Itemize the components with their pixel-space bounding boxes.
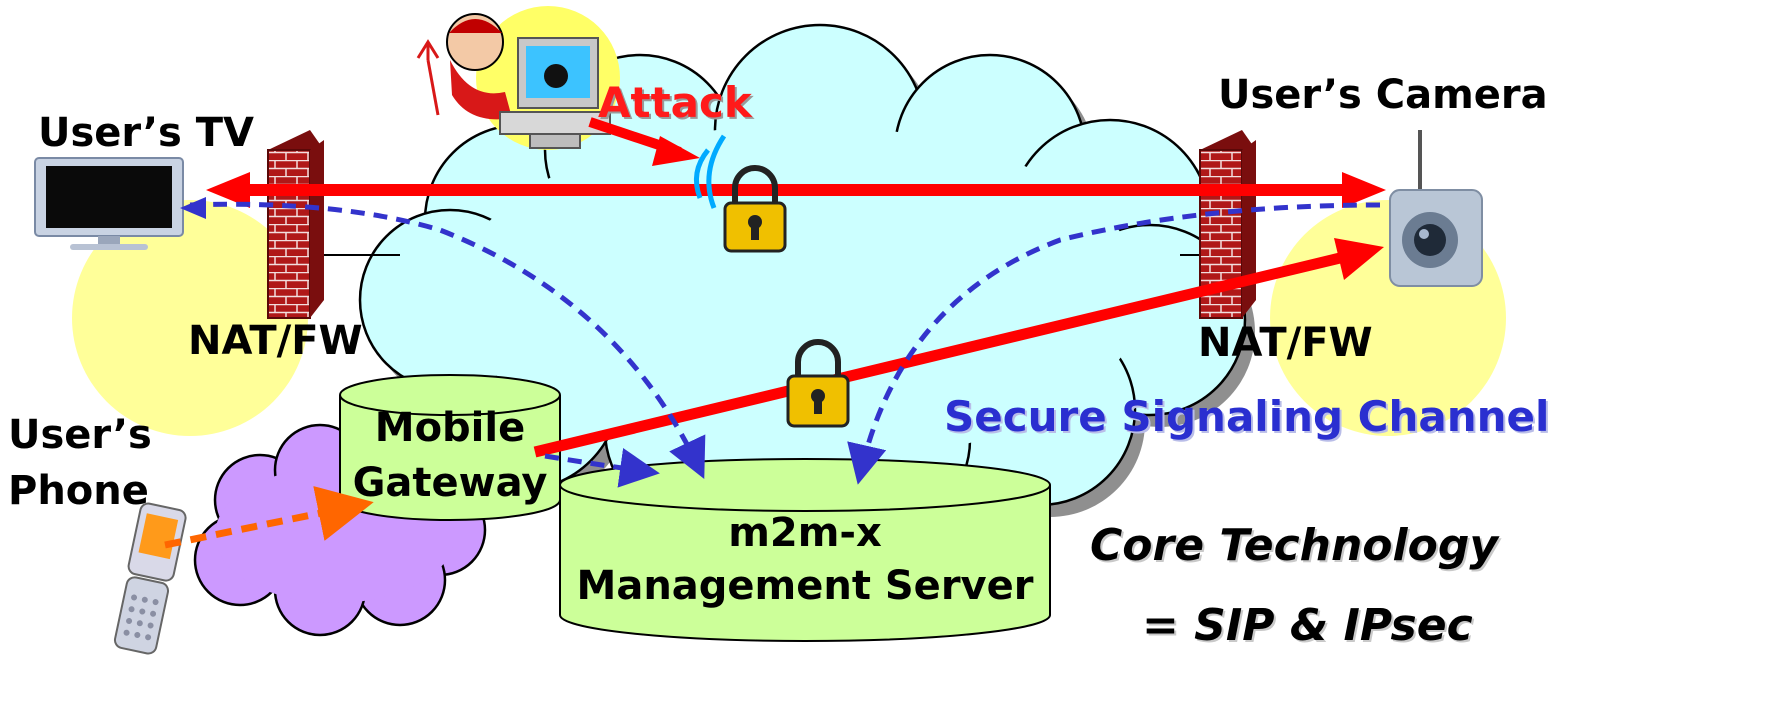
secure-channel-label: Secure Signaling Channel — [944, 392, 1550, 441]
nat-fw-left-label: NAT/FW — [188, 318, 363, 364]
server-label-line2: Management Server — [576, 563, 1034, 609]
core-technology-detail: = SIP & IPsec — [1142, 600, 1473, 651]
server-label-line1: m2m-x — [728, 510, 882, 556]
signal-waves-icon — [693, 134, 727, 209]
arrowhead-right — [1342, 172, 1386, 208]
users-phone-label-line1: User’s — [8, 412, 152, 458]
mobile-gateway-label-line2: Gateway — [352, 460, 548, 506]
mobile-gateway-cylinder — [339, 374, 561, 521]
phone-icon — [113, 502, 187, 655]
attack-label: Attack — [598, 78, 752, 127]
mobile-gateway-label-line1: Mobile — [374, 405, 526, 451]
users-camera-label: User’s Camera — [1218, 72, 1548, 118]
padlock-icon — [723, 165, 787, 253]
signaling-arrows — [189, 201, 1381, 488]
core-technology-label: Core Technology — [1090, 520, 1499, 571]
firewall-icon — [267, 130, 324, 319]
padlock-icon — [786, 339, 850, 428]
arrowhead-left — [206, 172, 250, 208]
home-halo-left — [72, 200, 308, 436]
phone-link — [164, 486, 374, 549]
nat-fw-right-label: NAT/FW — [1198, 320, 1373, 366]
tv-icon — [34, 157, 184, 250]
computer-icon — [499, 37, 611, 149]
users-tv-label: User’s TV — [38, 110, 254, 156]
media-arrow-gateway-camera — [533, 252, 1342, 458]
users-phone-label-line2: Phone — [8, 468, 149, 514]
camera-icon — [1389, 130, 1483, 287]
